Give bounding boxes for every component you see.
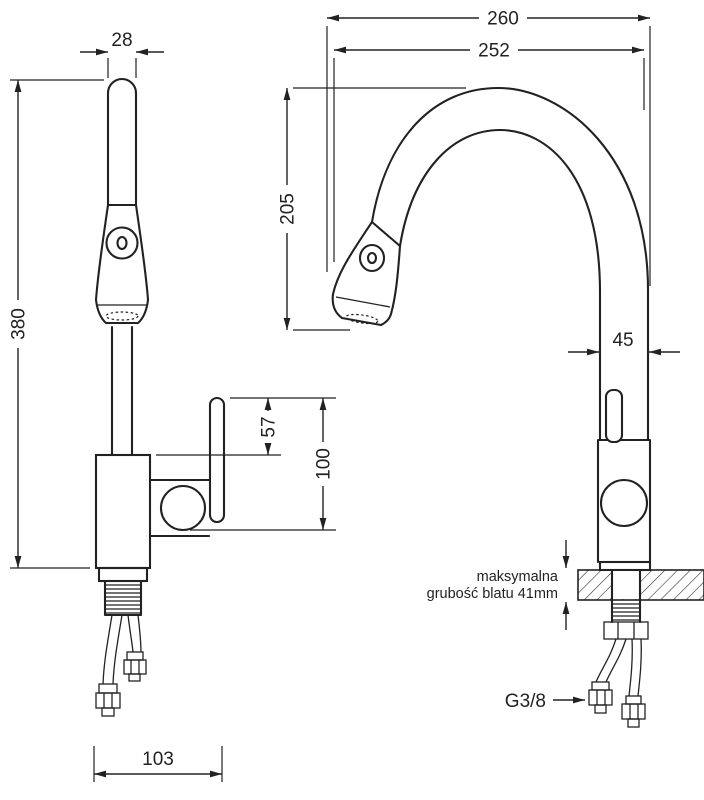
supply-hose-right [127,614,142,653]
thread-size-label: G3/8 [505,691,546,712]
dim-spout-reach: 252 [333,40,645,262]
dim-column-width-label: 45 [612,330,633,351]
body-front [596,438,652,564]
faucet-body [94,453,152,570]
handle-lever-blade [208,396,226,524]
dim-top-width-label: 28 [111,30,132,51]
supply-hose-left [102,614,123,685]
base-flange-front [598,560,652,572]
shank-thread-lines-front [612,603,640,621]
spout-end-cap [370,220,402,248]
gooseneck-outer [370,86,650,442]
dim-height-label: 380 [9,308,30,340]
thread-size-callout: G3/8 [505,691,585,712]
base-flange [97,566,149,583]
dim-top-width: 28 [80,30,164,78]
dim-spout-reach-label: 252 [478,41,510,62]
dim-overall-width-label: 260 [487,9,519,30]
joint-circle-front [599,478,649,528]
lever-front [604,388,624,444]
spray-button-center [116,235,128,251]
side-view: 28 380 57 100 [8,30,336,782]
hose-connector-front-right [621,695,646,728]
spray-button-icon [105,226,139,260]
aerator-face [105,311,139,321]
mounting-nut [603,621,649,640]
dim-base-width: 103 [93,746,223,782]
supply-hose-front-right [628,638,642,697]
dim-handle-total-label: 100 [314,448,335,480]
dim-height: 380 [8,79,104,569]
threaded-shank [103,579,143,617]
spray-head-outline [94,203,150,325]
dim-base-width-label: 103 [142,749,174,770]
aerator-face-front [345,313,379,325]
dim-spout-height: 205 [277,87,466,331]
countertop-thickness-note: maksymalna grubość blatu 41mm [427,540,570,630]
spray-head-front-ring [335,296,391,308]
gooseneck-inner [398,128,602,442]
counter-note-line1: maksymalna [477,569,559,585]
spray-button-front [358,243,386,273]
hose-connector-left [95,683,121,717]
supply-hose-front-left [595,638,627,683]
spray-button-front-center [366,251,378,265]
dim-handle-upper-label: 57 [259,416,280,437]
spout-neck [110,325,134,457]
dim-spout-height-label: 205 [278,193,299,225]
dim-column-width: 45 [568,330,680,356]
handle-joint-circle [159,484,207,532]
spray-head-front-outline [331,220,402,327]
dim-handle-upper: 57 [156,397,336,531]
shank-thread-lines [105,584,141,614]
spray-handle-outline [106,78,138,207]
dim-overall-width: 260 [326,8,651,286]
shank-front [610,568,642,624]
dim-handle-total: 100 [313,398,335,530]
counter-note-line2: grubość blatu 41mm [427,586,558,602]
hose-connector-right [123,651,147,682]
countertop-section [577,568,704,640]
hose-connector-front-left [588,681,613,714]
handle-connector [148,478,211,538]
front-view: 260 252 205 45 [277,8,704,728]
